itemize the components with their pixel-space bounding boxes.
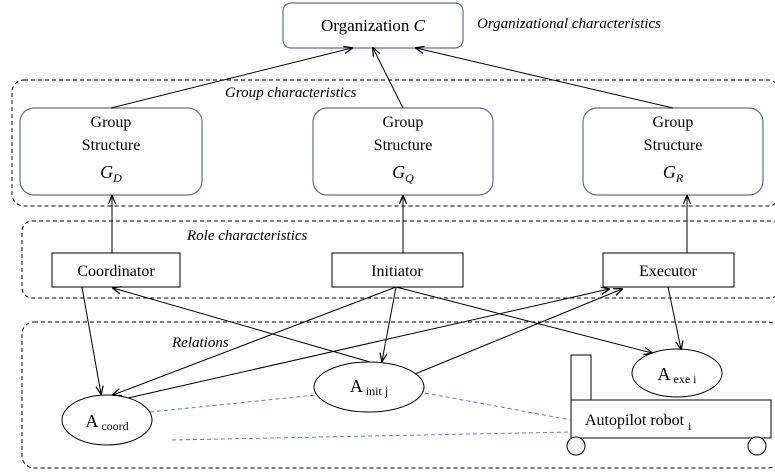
svg-text:Executor: Executor <box>639 263 697 280</box>
arrow-coordinator-to-agent-init <box>113 288 371 363</box>
svg-text:Structure: Structure <box>644 137 703 154</box>
arrow-executor-to-agent-exe <box>667 286 681 349</box>
svg-text:Structure: Structure <box>374 137 433 154</box>
robot-wheel-left <box>566 436 586 456</box>
svg-text:GD: GD <box>100 162 122 185</box>
arrow-initiator-to-agent-init <box>382 286 397 361</box>
arrow-initiator-to-agent-coord <box>113 286 397 395</box>
svg-text:Group: Group <box>91 114 132 131</box>
agent-init-robot-link <box>424 392 572 421</box>
svg-text:GQ: GQ <box>392 162 414 185</box>
arrow-group-q-to-organization <box>373 48 404 109</box>
svg-text:Group: Group <box>383 114 424 131</box>
arrow-group-d-to-organization <box>110 48 352 109</box>
arrow-initiator-to-agent-exe <box>395 286 652 353</box>
svg-text:Initiator: Initiator <box>371 263 423 280</box>
organization-label: Organization C <box>321 16 426 35</box>
group-characteristics-label: Group characteristics <box>225 85 357 101</box>
group-structure-r: Group Structure GR <box>582 107 764 196</box>
group-structure-q: Group Structure GQ <box>312 107 494 196</box>
svg-text:GR: GR <box>663 162 684 185</box>
robot-wheel-right <box>747 436 767 456</box>
agent-coord-robot-link-a <box>149 394 317 413</box>
robot-body <box>570 399 772 439</box>
agent-coord-robot-link-b <box>171 431 572 441</box>
svg-text:Group: Group <box>653 114 694 131</box>
role-coordinator: Coordinator <box>51 252 181 288</box>
role-characteristics-label: Role characteristics <box>186 228 308 244</box>
role-initiator: Initiator <box>331 252 464 288</box>
svg-text:Structure: Structure <box>82 137 141 154</box>
arrow-coordinator-to-agent-coord <box>81 286 101 394</box>
arrow-agent-coord-to-executor <box>127 289 609 399</box>
group-layer-container <box>11 79 775 207</box>
relations-layer-container <box>21 321 775 469</box>
group-structure-d: Group Structure GD <box>19 107 203 196</box>
robot-mast <box>570 354 592 402</box>
role-executor: Executor <box>602 252 735 288</box>
organizational-characteristics-label: Organizational characteristics <box>477 16 661 32</box>
relations-label: Relations <box>171 335 229 351</box>
arrow-group-r-to-organization <box>416 48 674 109</box>
svg-text:Coordinator: Coordinator <box>77 263 155 280</box>
arrow-agent-init-to-executor <box>414 289 622 375</box>
